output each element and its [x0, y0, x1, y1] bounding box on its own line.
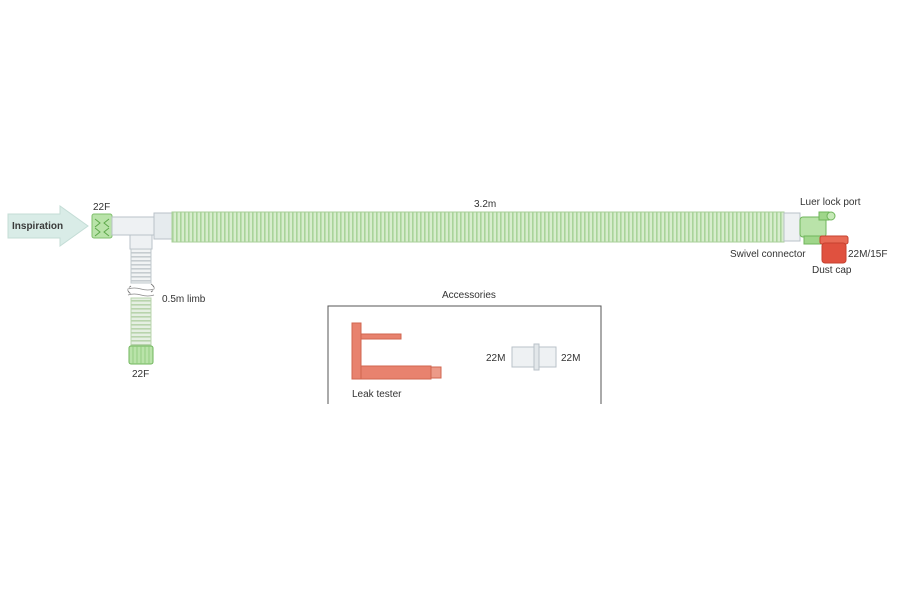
accessories-title: Accessories: [442, 290, 496, 301]
main-tube: [171, 211, 785, 243]
adapter-right-label: 22M: [561, 353, 580, 364]
port-22f-main-label: 22F: [93, 202, 110, 213]
main-tube-length-label: 3.2m: [474, 199, 496, 210]
leak-tester: [351, 322, 442, 380]
swivel-connector: [799, 216, 827, 245]
adapter-22m-22m: [511, 343, 557, 371]
inspiration-arrow: [7, 205, 89, 247]
y-piece: [111, 212, 173, 250]
leak-tester-label: Leak tester: [352, 389, 402, 400]
port-22f-limb-label: 22F: [132, 369, 149, 380]
swivel-connector-label: Swivel connector: [730, 249, 806, 260]
inspiration-label: Inspiration: [12, 221, 63, 232]
patient-end-connector: [783, 212, 801, 242]
luer-lock-port: [818, 211, 836, 221]
inlet-connector-22f: [91, 213, 113, 239]
dust-cap-label: Dust cap: [812, 265, 852, 276]
limb-length-label: 0.5m limb: [162, 294, 206, 305]
luer-lock-port-label: Luer lock port: [800, 197, 861, 208]
dust-cap: [819, 235, 849, 264]
limb-connector-22f: [128, 345, 154, 365]
limb-tube: [127, 248, 155, 347]
port-22m-15f-label: 22M/15F: [848, 249, 887, 260]
accessories-box: [327, 305, 602, 404]
adapter-left-label: 22M: [486, 353, 505, 364]
